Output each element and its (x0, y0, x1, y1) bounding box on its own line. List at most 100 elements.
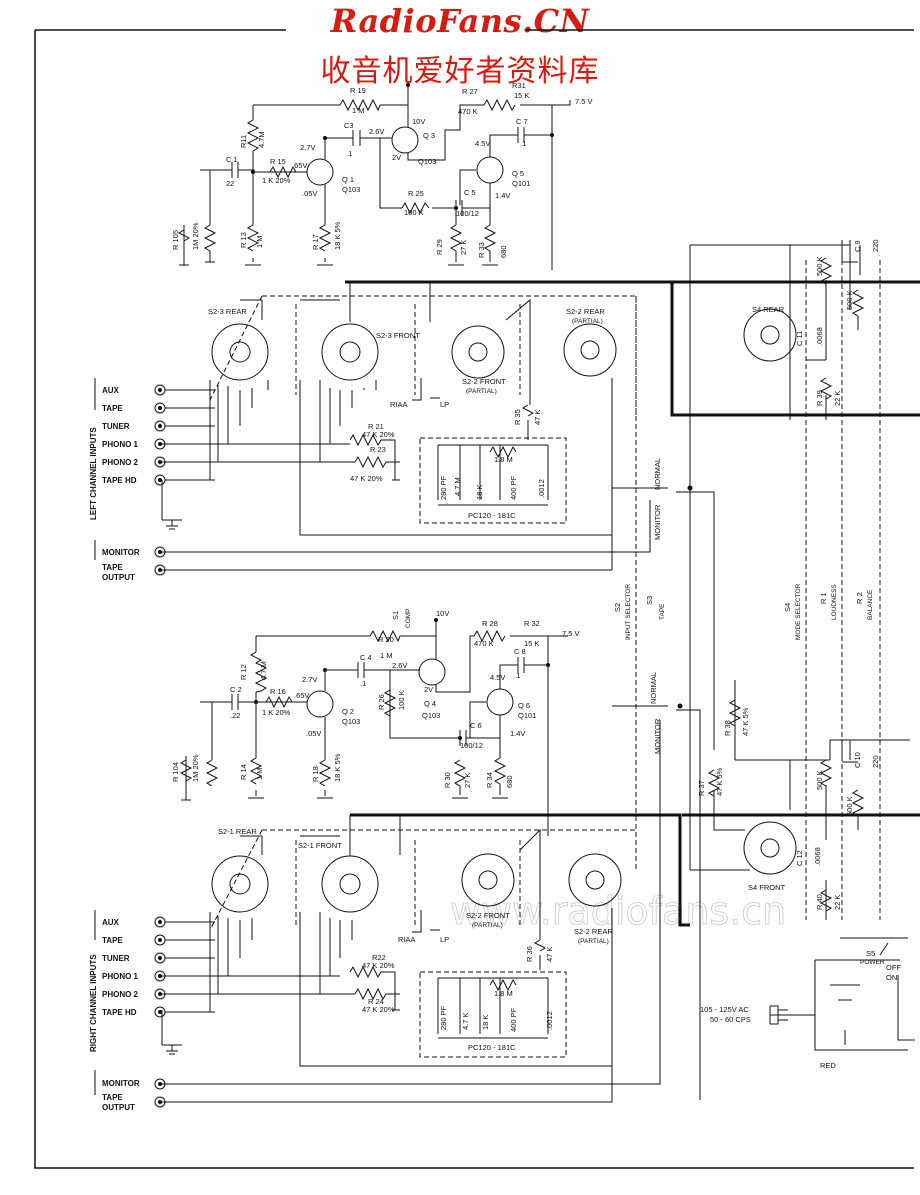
label-left-channel-labels-r15v: 1 K 20% (262, 176, 291, 185)
label-right-channel-labels-r34: R 34 (485, 772, 494, 788)
label-left-channel-labels-s2-3-front: S2-3 FRONT (376, 331, 420, 340)
label-right-channel-labels-r22: R22 (372, 953, 386, 962)
label-right-channel-labels-v75: 7.5 V (562, 629, 580, 638)
label-right-channel-labels-c2v: .22 (230, 711, 240, 720)
label-right-channel-labels-r28: R 28 (482, 619, 498, 628)
right-input-label-2: TUNER (102, 954, 130, 963)
label-right-channel-labels-r24v: 47 K 20% (362, 1005, 395, 1014)
label-right-channel-labels-r32v: 15 K (524, 639, 539, 648)
label-left-channel-labels-c3v: .1 (346, 149, 352, 158)
watermark-text: www.radiofans.cn (450, 889, 786, 933)
label-right-channel-labels-monitor-sw: MONITOR (653, 718, 662, 754)
label-right-side-c11: C 11 (795, 331, 804, 346)
label-right-channel-labels-q2: Q 2 (342, 707, 354, 716)
label-right-channel-labels-r36v: 47 K (545, 947, 554, 962)
label-left-channel-labels-c1v: 22 (226, 179, 234, 188)
label-right-side-c12v: .0068 (813, 847, 822, 866)
label-right-side-c9v: 220 (871, 239, 880, 252)
label-right-side-r39v: 22 K (833, 391, 842, 406)
label-left-channel-labels-c3: C3 (344, 121, 354, 130)
label-right-side-r38v: 47 K 5% (741, 707, 750, 736)
label-left-channel-labels-r23v: 47 K 20% (350, 474, 383, 483)
label-right-channel-labels-pc: PC120 - 181C (468, 1043, 516, 1052)
label-right-side-c9: C 9 (853, 240, 862, 252)
label-right-channel-labels-partial: (PARTIAL) (578, 938, 609, 945)
label-right-channel-labels-r36: R 36 (525, 946, 534, 962)
label-right-side-c10: C 10 (853, 752, 862, 768)
label-right-channel-labels-r18v: 18 K 5% (333, 753, 342, 782)
label-left-channel-labels-c0012: .0012 (537, 479, 546, 498)
label-right-channel-labels-r14: R 14 (239, 764, 248, 780)
label-left-channel-labels-c280: 280 PF (439, 475, 448, 500)
label-right-channel-labels-r16: R 16 (270, 687, 286, 696)
label-right-channel-labels-s2-1-rear: S2-1 REAR (218, 827, 257, 836)
label-right-channel-labels-r32: R 32 (524, 619, 540, 628)
label-right-channel-labels-r104: R 104 (171, 762, 180, 782)
label-left-channel-labels-r31: R31 (512, 81, 526, 90)
label-left-channel-labels-v10: 10V (412, 117, 425, 126)
label-left-channel-labels-r23: R 23 (370, 445, 386, 454)
label-left-channel-labels-c5v: 100/12 (456, 209, 479, 218)
label-left-channel-labels-r35v: 47 K (533, 410, 542, 425)
label-right-channel-labels-v65: .65V (294, 691, 309, 700)
label-right-side-c10v: 220 (871, 755, 880, 768)
label-right-channel-labels-r30: R 30 (443, 772, 452, 788)
left-tape-output-label-2: OUTPUT (102, 573, 135, 582)
label-right-channel-labels-r34v: 680 (505, 775, 514, 788)
label-switches-r2n: BALANCE (867, 589, 874, 620)
label-left-channel-labels-q5t: Q101 (512, 179, 530, 188)
label-left-channel-labels-r25v: 100 K (404, 208, 424, 217)
label-right-channel-labels-riaa: RIAA (398, 935, 416, 944)
label-right-side-r37: R 37 (697, 780, 706, 796)
label-right-channel-labels-r1-8: 1.8 M (494, 989, 513, 998)
label-switches-r1: R 1 (819, 592, 828, 604)
label-right-channel-labels-r12v: 4.7 M (259, 661, 268, 680)
label-right-side-p500b: 500 K (845, 290, 854, 310)
label-right-side-r38: R 38 (723, 720, 732, 736)
label-right-channel-labels-c280: 280 PF (439, 1005, 448, 1030)
label-left-channel-labels-r13v: 1 M (255, 235, 264, 248)
label-switches-s2n: INPUT SELECTOR (625, 584, 632, 640)
label-right-channel-labels-c0012: .0012 (545, 1011, 554, 1030)
label-switches-r1n: LOUDNESS (831, 584, 838, 620)
left-input-label-3: PHONO 1 (102, 440, 139, 449)
label-right-channel-labels-r20: R 20 (378, 635, 394, 644)
right-tape-output-label-1: TAPE (102, 1093, 123, 1102)
label-right-channel-labels-c400: 400 PF (509, 1007, 518, 1032)
label-right-channel-labels-partial: (PARTIAL) (472, 922, 503, 929)
label-right-channel-labels-r18: R 18 (311, 766, 320, 782)
label-right-channel-labels-r22v: 47 K 20% (362, 961, 395, 970)
label-switches-off: OFF (886, 963, 901, 972)
label-switches-s4-rear: S4 REAR (752, 305, 785, 314)
label-left-channel-labels-r25: R 25 (408, 189, 424, 198)
label-left-channel-labels-c7: C 7 (516, 117, 528, 126)
label-right-channel-labels-r18k: 18 K (481, 1015, 490, 1030)
label-switches-s5: S5 (866, 949, 875, 958)
label-right-channel-labels-r12: R 12 (239, 664, 248, 680)
left-channel-label: LEFT CHANNEL INPUTS (89, 427, 98, 520)
left-monitor-label: MONITOR (102, 548, 140, 557)
label-right-channel-labels-s2-1-front: S2-1 FRONT (298, 841, 342, 850)
label-switches-s4: S4 (783, 603, 792, 612)
label-left-channel-labels-r17: R 17 (311, 234, 320, 250)
label-left-channel-labels-partial: (PARTIAL) (572, 318, 603, 325)
label-right-channel-labels-r26: R 26 (377, 694, 386, 710)
label-left-channel-labels-r27: R 27 (462, 87, 478, 96)
label-left-channel-labels-r29: R 29 (435, 239, 444, 255)
label-switches-on: ON (886, 973, 897, 982)
label-left-channel-labels-v2: 2V (392, 153, 401, 162)
label-left-channel-labels-r19: R 19 (350, 86, 366, 95)
label-switches-ac2: 50 - 60 CPS (710, 1015, 751, 1024)
label-switches-s2: S2 (613, 603, 622, 612)
label-left-channel-labels-v65: .65V (292, 161, 307, 170)
label-left-channel-labels-r31v: 15 K (514, 91, 529, 100)
label-right-side-p500d: 500 K (845, 796, 854, 816)
left-input-label-0: AUX (102, 386, 120, 395)
label-right-channel-labels-lp: LP (440, 935, 449, 944)
label-switches-red: RED (820, 1061, 836, 1070)
label-left-channel-labels-v26: 2.6V (369, 127, 384, 136)
label-right-channel-labels-c4v: .1 (360, 679, 366, 688)
